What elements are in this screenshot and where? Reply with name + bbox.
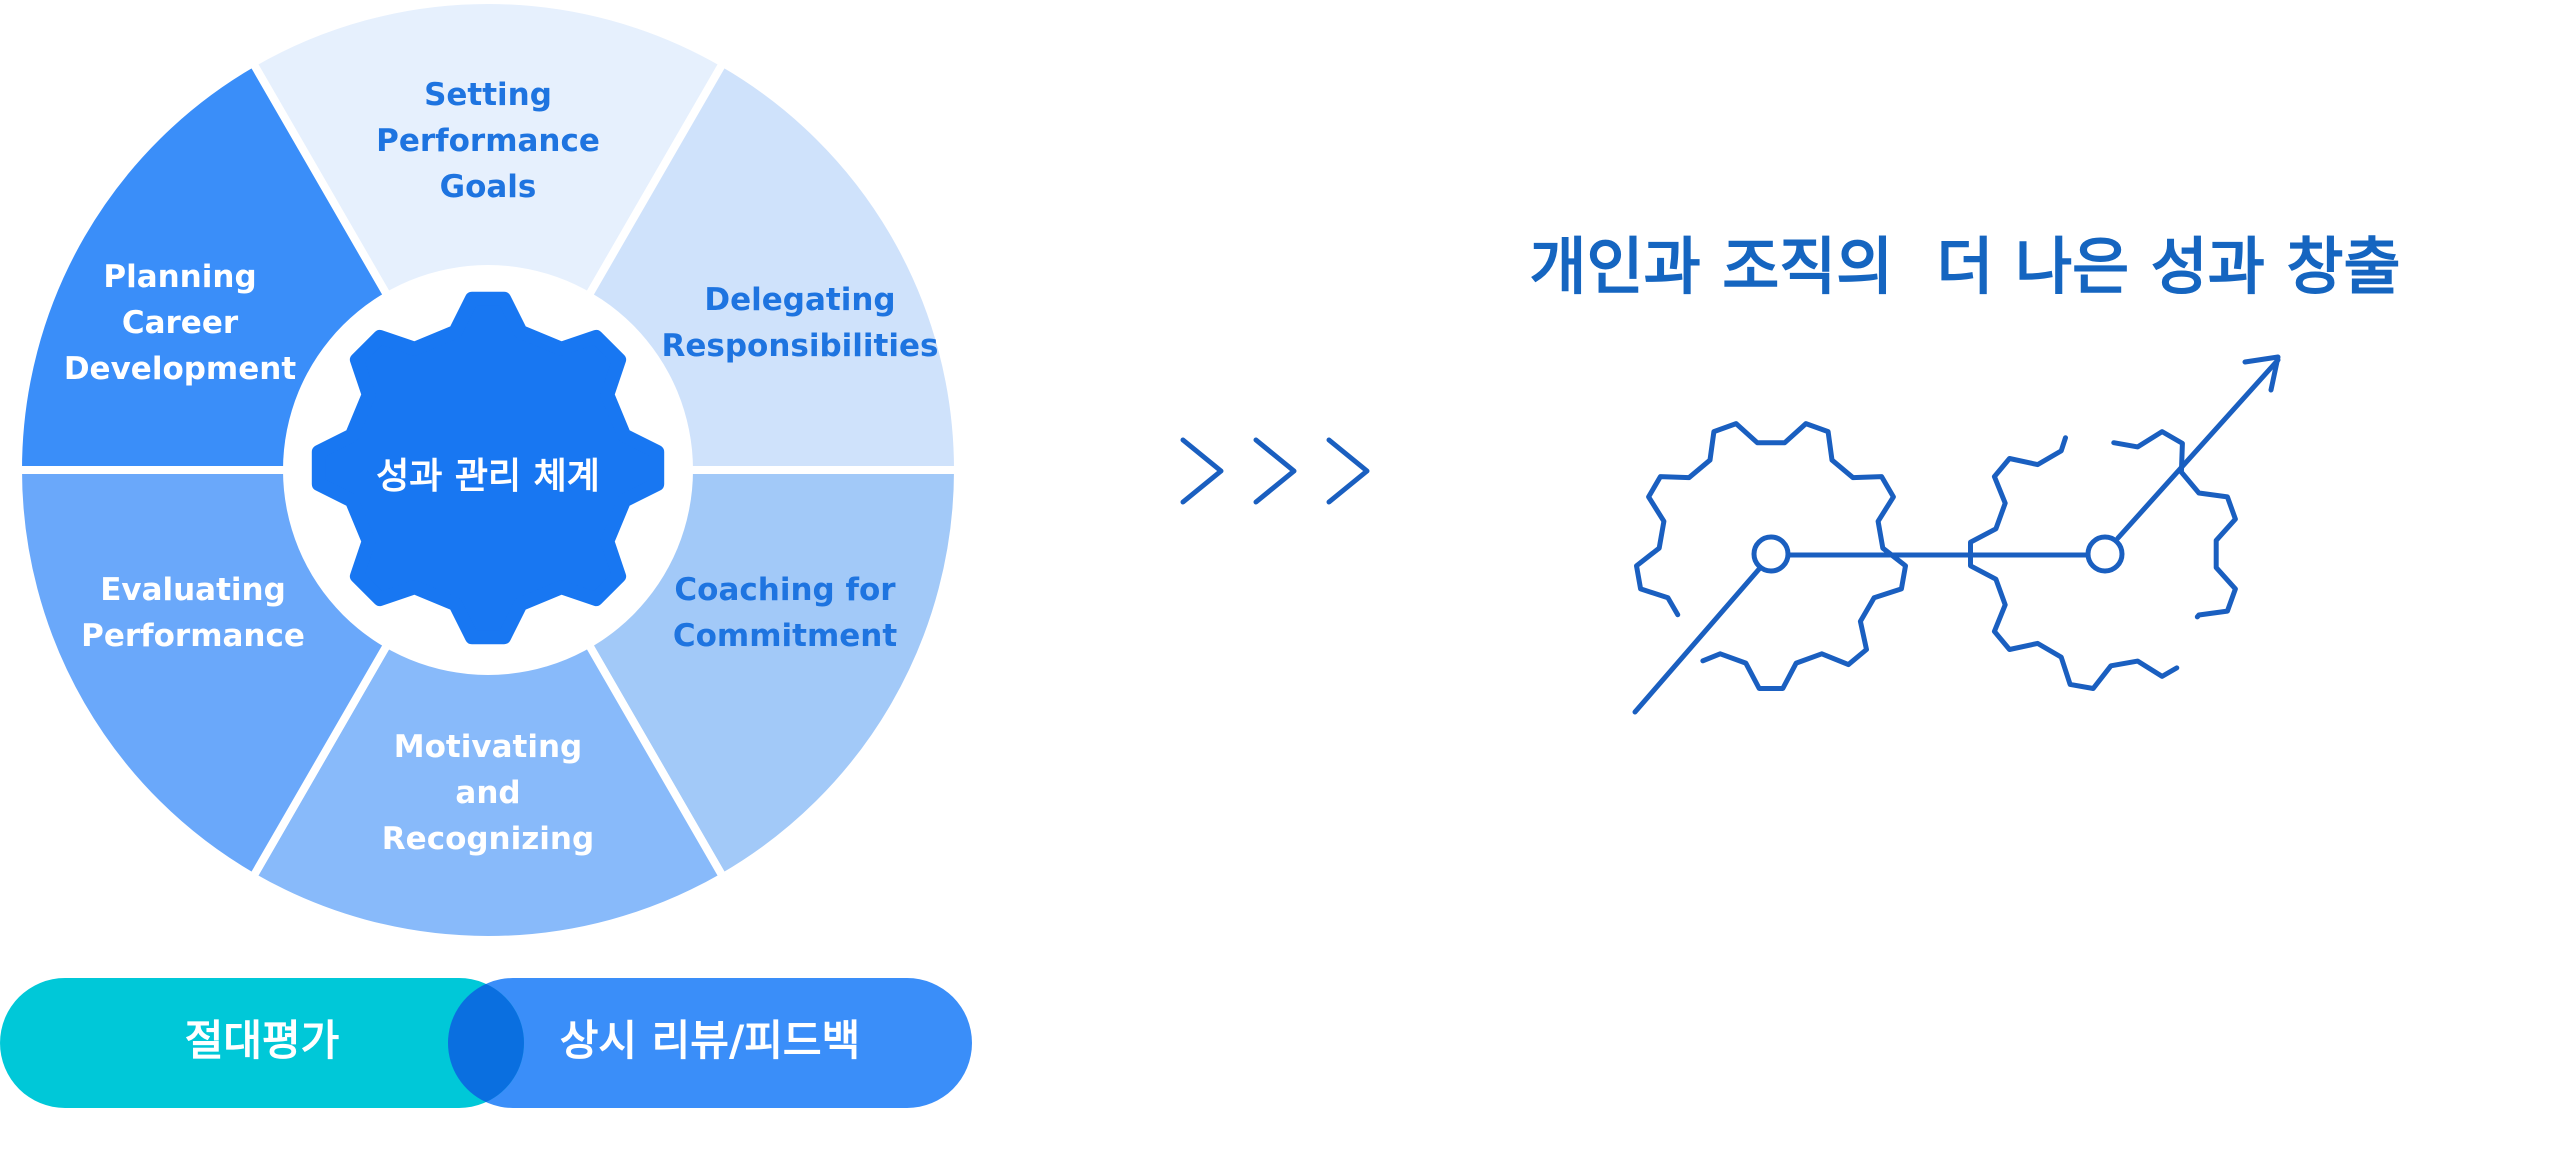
pill-left-label: 절대평가: [185, 1016, 340, 1065]
pill-right-label: 상시 리뷰/피드백: [560, 1016, 860, 1065]
center-gear: 성과 관리 체계: [311, 291, 665, 645]
left-gear-outline-icon: [1634, 421, 1908, 691]
result-title: 개인과 조직의 더 나은 성과 창출: [1529, 230, 2400, 303]
evaluation-pills: 절대평가 상시 리뷰/피드백: [0, 978, 972, 1108]
cycle-segment: [249, 466, 727, 944]
right-gear-outline-icon: [1968, 417, 2238, 691]
arrow-head-icon: [2242, 354, 2281, 393]
pill-absolute-evaluation: [0, 978, 524, 1108]
pill-overlap: [448, 983, 524, 1103]
cycle-segment: [249, 0, 727, 474]
left-node: [1751, 534, 1791, 574]
gears-growth-arrow-icon: [1632, 354, 2281, 715]
growth-line-upper: [2115, 357, 2281, 541]
right-node: [2085, 534, 2125, 574]
triple-chevron-right-icon: [1180, 437, 1370, 505]
pill-continuous-feedback: [448, 978, 972, 1108]
growth-line-lower: [1632, 565, 1763, 715]
center-label: 성과 관리 체계: [376, 456, 600, 497]
center-gear-icon: [311, 291, 665, 645]
